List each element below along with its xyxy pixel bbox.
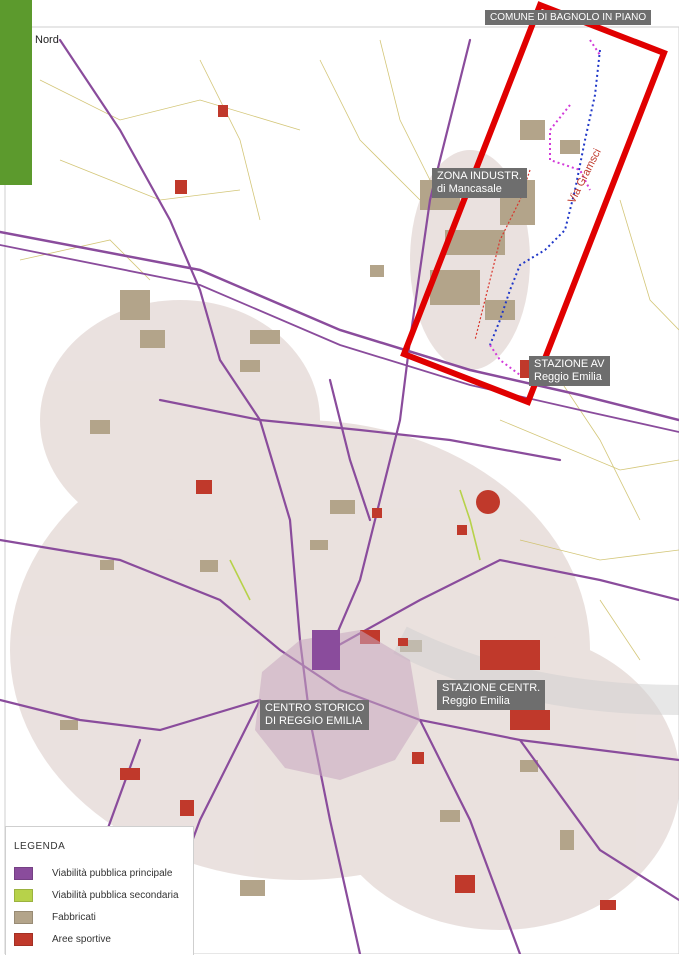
label-zona-industriale: ZONA INDUSTR. di Mancasale	[432, 168, 527, 198]
legend-item-buildings: Fabbricati	[14, 910, 96, 924]
secondary-roads	[229, 489, 481, 601]
label-stazione-av: STAZIONE AV Reggio Emilia	[529, 356, 610, 386]
legend-label: Fabbricati	[52, 911, 96, 923]
minor-roads	[19, 39, 679, 661]
highlight-box	[400, 1, 668, 406]
legend-title: LEGENDA	[14, 841, 66, 852]
legend-item-secondary-road: Viabilità pubblica secondaria	[14, 888, 179, 902]
label-comune: COMUNE DI BAGNOLO IN PIANO	[485, 10, 652, 25]
label-centro-storico: CENTRO STORICO DI REGGIO EMILIA	[260, 700, 370, 730]
north-label: Nord	[35, 34, 59, 46]
legend-label: Viabilità pubblica principale	[52, 867, 173, 879]
route-red	[474, 169, 531, 341]
corner-accent	[0, 0, 32, 185]
legend-swatch-sport-areas	[14, 932, 33, 946]
route-magenta	[489, 39, 601, 376]
map-legend: LEGENDA Viabilità pubblica principale Vi…	[5, 826, 194, 955]
legend-swatch-buildings	[14, 910, 33, 924]
legend-swatch-main-road	[14, 866, 33, 880]
legend-label: Aree sportive	[52, 933, 111, 945]
legend-label: Viabilità pubblica secondaria	[52, 889, 179, 901]
legend-item-main-road: Viabilità pubblica principale	[14, 866, 172, 880]
legend-item-sport-areas: Aree sportive	[14, 932, 111, 946]
legend-swatch-secondary-road	[14, 888, 33, 902]
label-stazione-centrale: STAZIONE CENTR. Reggio Emilia	[437, 680, 546, 710]
